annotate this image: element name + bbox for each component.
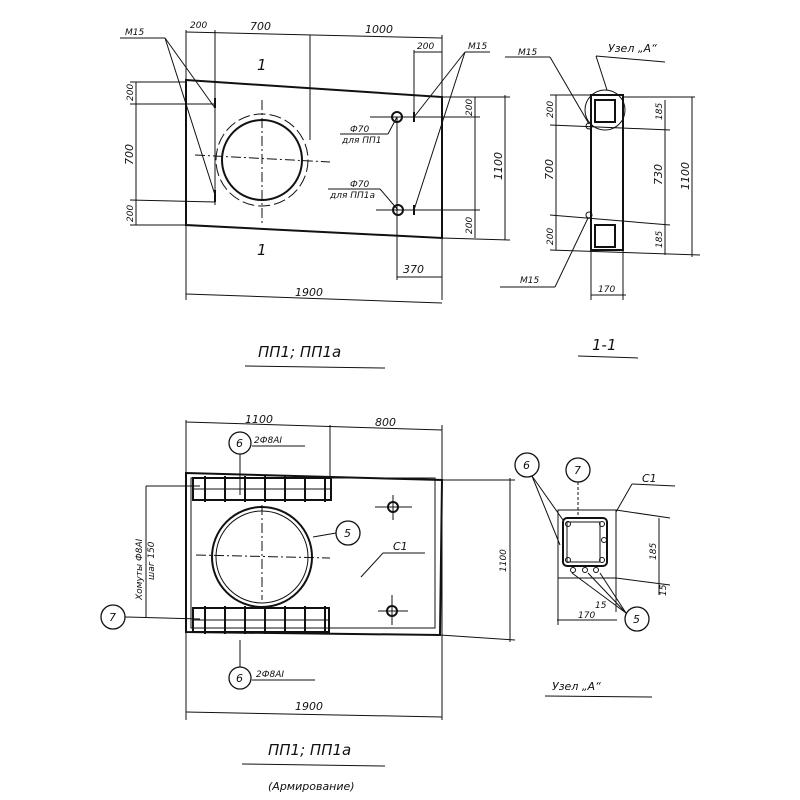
stirrups-step: шаг 150 <box>147 541 157 580</box>
dim-1100: 1100 <box>492 152 505 180</box>
mesh-bottom <box>192 607 330 633</box>
mesh-top <box>192 477 332 501</box>
rebar-dot <box>599 557 605 563</box>
rebar-dot <box>601 537 607 543</box>
callout-5-label: 5 <box>344 527 351 540</box>
hole-note: для ПП1 <box>341 136 382 146</box>
callout-6 <box>514 452 540 478</box>
dim-200: 200 <box>465 217 475 234</box>
dim-700: 700 <box>250 20 271 33</box>
stirrups-note: Хомуты Ф8АI <box>135 538 145 601</box>
dim-185: 185 <box>655 231 665 248</box>
dim-700: 700 <box>123 144 136 165</box>
dim-730: 730 <box>652 164 665 185</box>
plan-view: 200 700 1000 200 1 1 200 700 200 200 200… <box>120 20 511 369</box>
callout-6-label: 6 <box>523 459 530 472</box>
bar-note: 2Ф8АI <box>254 436 282 446</box>
dim-1000: 1000 <box>365 23 393 36</box>
node-a-callout-circle <box>584 89 626 131</box>
dim-200: 200 <box>126 205 136 222</box>
rebar-dot <box>570 567 576 573</box>
callout-5-label: 5 <box>633 613 640 626</box>
dim-200: 200 <box>126 84 136 101</box>
dim-200: 200 <box>465 99 475 116</box>
dim-1900: 1900 <box>295 700 323 713</box>
callout-7-label: 7 <box>574 464 581 477</box>
dim-1900: 1900 <box>295 286 323 299</box>
node-a-detail: 185 15 15 170 6 7 С1 5 Узел „А“ <box>514 452 676 698</box>
reinforcement-subtitle: (Армирование) <box>268 780 355 793</box>
callout-7-label: 7 <box>109 611 116 624</box>
section-mark: 1 <box>257 241 267 259</box>
bar-note: 2Ф8АI <box>256 670 284 680</box>
dim-200: 200 <box>546 101 556 118</box>
rebar-dot <box>565 521 571 527</box>
dim-1100: 1100 <box>499 549 509 572</box>
callout-6-label: 6 <box>236 672 243 685</box>
rebar-dot <box>599 521 605 527</box>
node-a-label: Узел „А“ <box>608 42 657 55</box>
node-title: Узел „А“ <box>552 680 601 693</box>
rebar-cage <box>594 99 616 123</box>
slab-outline <box>185 78 443 240</box>
hole-diameter: Ф70 <box>350 180 369 190</box>
callout-5 <box>624 606 650 632</box>
dim-1100: 1100 <box>245 413 273 426</box>
embed-label-m15: М15 <box>125 28 144 38</box>
dim-200: 200 <box>546 228 556 245</box>
rebar-cage <box>594 224 616 248</box>
reinforcement-view: 1100 800 1900 1100 6 2Ф8АI 6 2Ф8АI 7 5 С… <box>100 413 516 793</box>
dim-185: 185 <box>649 543 659 560</box>
dim-370: 370 <box>403 263 424 276</box>
section-mark: 1 <box>257 56 267 74</box>
rebar-dot <box>565 557 571 563</box>
dim-200: 200 <box>417 42 434 52</box>
dim-15: 15 <box>595 601 607 611</box>
dim-185: 185 <box>655 103 665 120</box>
dim-15: 15 <box>659 584 669 596</box>
node-outline <box>557 509 617 579</box>
hole-diameter: Ф70 <box>350 125 369 135</box>
reinforcement-title: ПП1; ПП1а <box>268 741 351 759</box>
node-bars <box>565 521 607 573</box>
plan-title: ПП1; ПП1а <box>258 343 341 361</box>
embed-label-m15: М15 <box>518 48 537 58</box>
mesh-label-c1: С1 <box>642 472 657 485</box>
section-title: 1-1 <box>592 336 617 354</box>
dim-200: 200 <box>190 21 207 31</box>
dim-700: 700 <box>543 159 556 180</box>
stirrup-inner <box>566 521 601 563</box>
dim-170: 170 <box>578 611 595 621</box>
section-1-1: 200 700 200 185 730 185 1100 170 М15 Узе… <box>500 42 701 359</box>
embed-label-m15: М15 <box>520 276 539 286</box>
rebar-dot <box>593 567 599 573</box>
mesh-bars <box>204 476 326 634</box>
dim-800: 800 <box>375 416 396 429</box>
stirrup <box>562 517 608 567</box>
dim-1100: 1100 <box>679 162 692 190</box>
callout-6-label: 6 <box>236 437 243 450</box>
embed-label-m15: М15 <box>468 42 487 52</box>
axis-line <box>194 154 331 163</box>
rebar-dot <box>582 567 588 573</box>
mesh-label-c1: С1 <box>393 540 408 553</box>
hole-note: для ПП1а <box>329 191 375 201</box>
dim-170: 170 <box>598 285 615 295</box>
